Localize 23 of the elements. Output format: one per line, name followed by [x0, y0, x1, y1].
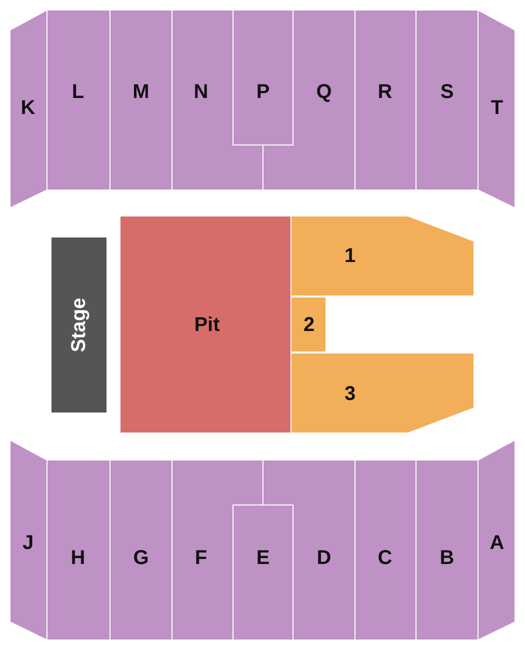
section-label: G — [133, 548, 149, 568]
stage-label: Stage — [69, 298, 89, 352]
section-label: R — [378, 82, 392, 102]
section-label: K — [20, 98, 36, 118]
section-label: M — [132, 82, 150, 102]
section-label: L — [72, 82, 84, 102]
section-label: D — [316, 548, 332, 568]
section-label: P — [256, 82, 270, 102]
section-label: J — [22, 533, 34, 553]
section-label: E — [256, 548, 270, 568]
section-label: 1 — [344, 246, 356, 266]
section-label: Pit — [194, 315, 220, 335]
section-label: N — [194, 82, 208, 102]
section-label: T — [490, 98, 504, 118]
section-label: 2 — [303, 315, 315, 335]
section-label: 3 — [344, 384, 356, 404]
section-label: A — [490, 533, 504, 553]
section-label: B — [440, 548, 454, 568]
section-label: F — [194, 548, 208, 568]
section-label: Q — [316, 82, 332, 102]
section-label: S — [440, 82, 454, 102]
section-label: C — [378, 548, 392, 568]
section-label: H — [70, 548, 86, 568]
